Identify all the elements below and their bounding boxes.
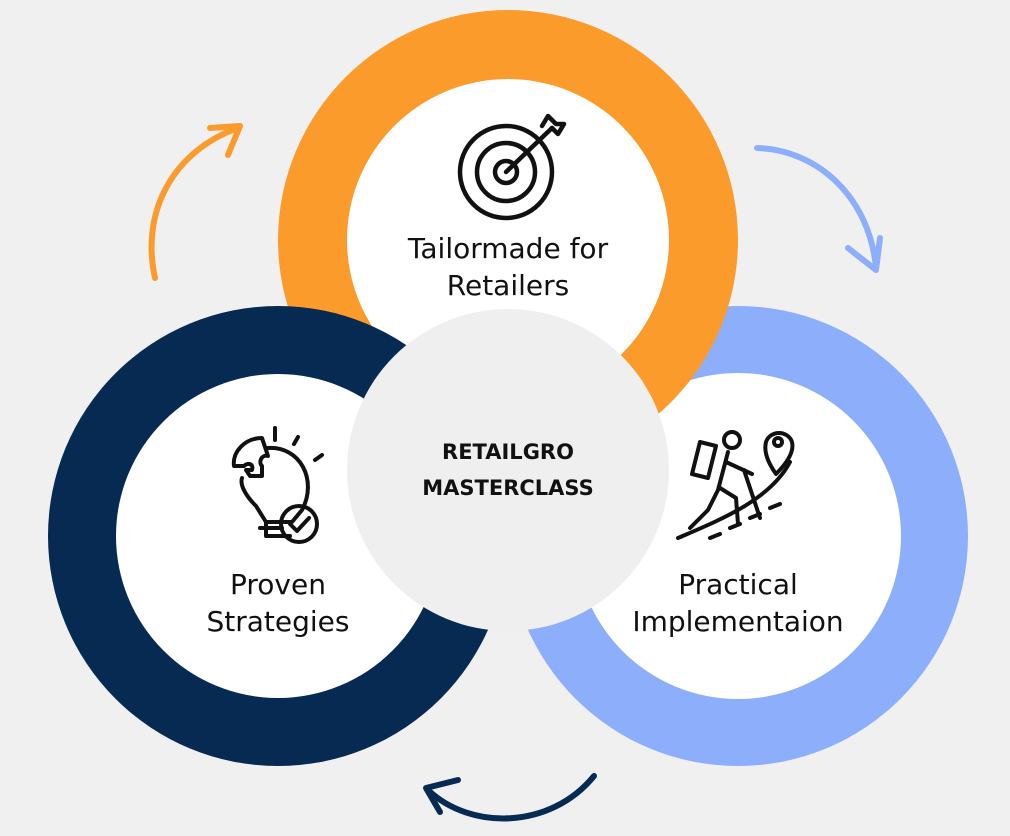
- target-icon: [457, 113, 567, 221]
- label-line: Proven: [230, 568, 326, 601]
- label-line: Strategies: [206, 605, 350, 638]
- center-title-line2: MASTERCLASS: [422, 476, 594, 500]
- center-circle: [347, 309, 669, 631]
- arrow-blue-icon: [754, 145, 883, 273]
- hiker-icon: [676, 430, 795, 540]
- arrow-navy-icon: [423, 773, 597, 822]
- label-line: Retailers: [446, 269, 570, 302]
- label-line: Implementaion: [632, 605, 844, 638]
- center-title: RETAILGRO MASTERCLASS: [358, 434, 658, 506]
- puzzle-bulb-icon: [231, 426, 324, 544]
- label-line: Tailormade for: [407, 232, 609, 265]
- item-label-tailormade: Tailormade for Retailers: [358, 230, 658, 304]
- item-label-proven: Proven Strategies: [128, 566, 428, 640]
- item-label-practical: Practical Implementaion: [588, 566, 888, 640]
- arrow-orange-icon: [148, 123, 243, 281]
- center-title-line1: RETAILGRO: [442, 440, 574, 464]
- label-line: Practical: [678, 568, 798, 601]
- inner-tailormade: [347, 79, 669, 401]
